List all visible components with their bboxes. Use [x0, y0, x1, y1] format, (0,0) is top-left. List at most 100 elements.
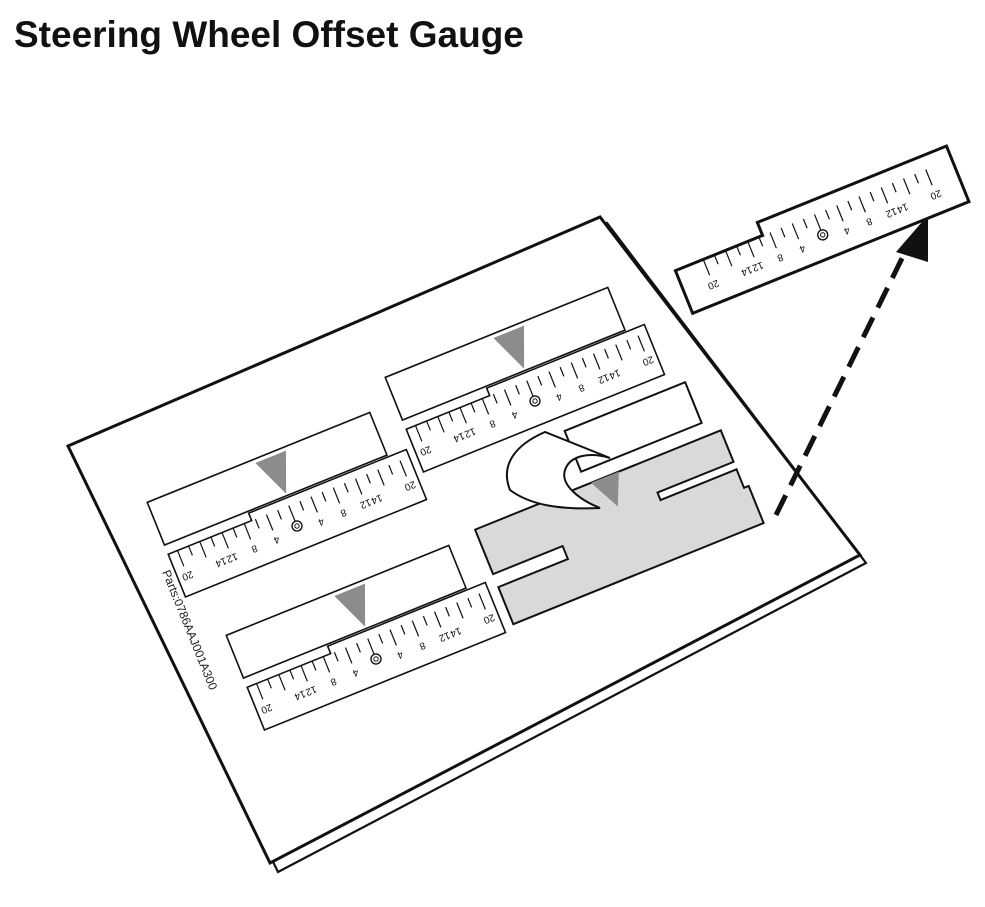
scale-tick — [858, 196, 866, 213]
scale-tick — [399, 460, 407, 477]
gauge-sheet — [65, 215, 868, 874]
scale-label: 20 — [418, 443, 433, 458]
gauge-scale-strip — [405, 323, 666, 473]
scale-label: 4 — [797, 242, 807, 254]
scale-label: 14 — [607, 367, 622, 382]
scale-tick — [526, 380, 534, 397]
gauge-pointer-icon — [493, 325, 525, 369]
scale-tick — [343, 482, 349, 493]
removal-arrow-line — [773, 236, 915, 517]
scale-label: 20 — [481, 611, 496, 626]
scale-tick — [210, 536, 216, 547]
gauge-pointer-icon — [334, 583, 366, 627]
scale-label: 20 — [180, 568, 195, 583]
scale-label: 12 — [224, 550, 239, 565]
scale-label: 12 — [596, 371, 611, 386]
scale-tick — [456, 602, 464, 619]
gauge-window — [146, 411, 389, 547]
removal-arrow-head — [896, 215, 928, 262]
scale-label: 12 — [884, 205, 899, 220]
scale-tick — [615, 344, 623, 361]
scale-tick — [267, 678, 272, 689]
scale-tick — [836, 205, 844, 222]
scale-tick — [769, 232, 777, 249]
scale-tick — [378, 633, 384, 644]
scale-label: 8 — [338, 506, 348, 518]
scale-tick — [478, 593, 486, 610]
scale-label: 4 — [395, 648, 405, 660]
scale-tick — [437, 416, 445, 433]
scale-tick — [299, 500, 305, 511]
center-mark-icon — [529, 395, 541, 407]
scale-tick — [288, 505, 296, 522]
scale-tick — [559, 366, 565, 377]
center-mark-icon — [291, 520, 303, 532]
scale-tick — [356, 642, 361, 653]
scale-tick — [825, 209, 830, 220]
scale-label: 8 — [864, 215, 874, 227]
scale-label: 12 — [437, 629, 452, 644]
scale-tick — [891, 182, 897, 193]
gauge-window — [225, 544, 468, 680]
scale-tick — [310, 496, 318, 513]
gauge-pointer-icon — [255, 450, 287, 494]
scale-tick — [467, 597, 473, 608]
scale-label: 14 — [292, 687, 307, 702]
scale-label: 14 — [451, 429, 466, 444]
scale-tick — [199, 541, 207, 558]
scale-tick — [422, 615, 428, 626]
scale-tick — [321, 491, 327, 502]
center-mark-inner — [532, 398, 538, 404]
scale-tick — [503, 389, 512, 406]
gauge-window — [384, 286, 627, 422]
scale-tick — [548, 371, 556, 388]
scale-label: 12 — [303, 683, 318, 698]
scale-tick — [333, 651, 339, 662]
scale-tick — [367, 638, 375, 655]
scale-tick — [188, 545, 193, 556]
scale-tick — [869, 191, 875, 202]
scale-tick — [481, 398, 490, 415]
scale-tick — [311, 660, 317, 671]
scale-tick — [925, 169, 933, 186]
scale-tick — [389, 629, 397, 646]
gauge-cutout — [473, 380, 765, 626]
scale-label: 14 — [213, 554, 228, 569]
scale-tick — [459, 407, 467, 424]
scale-label: 14 — [448, 625, 463, 640]
scale-label: 20 — [640, 353, 655, 368]
scale-tick — [780, 227, 786, 238]
scale-label: 20 — [928, 187, 943, 202]
page-title: Steering Wheel Offset Gauge — [14, 14, 524, 55]
scale-tick — [637, 335, 645, 352]
scale-tick — [277, 509, 282, 520]
scale-label: 4 — [509, 408, 519, 420]
scale-tick — [322, 656, 331, 673]
scale-tick — [791, 223, 800, 240]
scale-tick — [400, 624, 406, 635]
scale-tick — [581, 357, 587, 368]
scale-tick — [377, 469, 385, 486]
scale-label: 20 — [706, 277, 721, 292]
scale-tick — [354, 478, 363, 495]
scale-label: 8 — [775, 251, 785, 263]
scale-label: 8 — [249, 542, 259, 554]
scale-tick — [243, 523, 252, 540]
scale-label: 4 — [316, 515, 326, 527]
scale-tick — [736, 245, 741, 256]
scale-label: 20 — [259, 701, 274, 716]
scale-label: 12 — [462, 425, 477, 440]
scale-tick — [492, 393, 498, 404]
center-mark-icon — [370, 653, 382, 665]
scale-tick — [470, 402, 476, 413]
scale-label: 8 — [487, 417, 497, 429]
scale-tick — [713, 254, 719, 265]
scale-tick — [255, 683, 264, 700]
scale-tick — [880, 187, 889, 204]
scale-tick — [265, 514, 274, 531]
